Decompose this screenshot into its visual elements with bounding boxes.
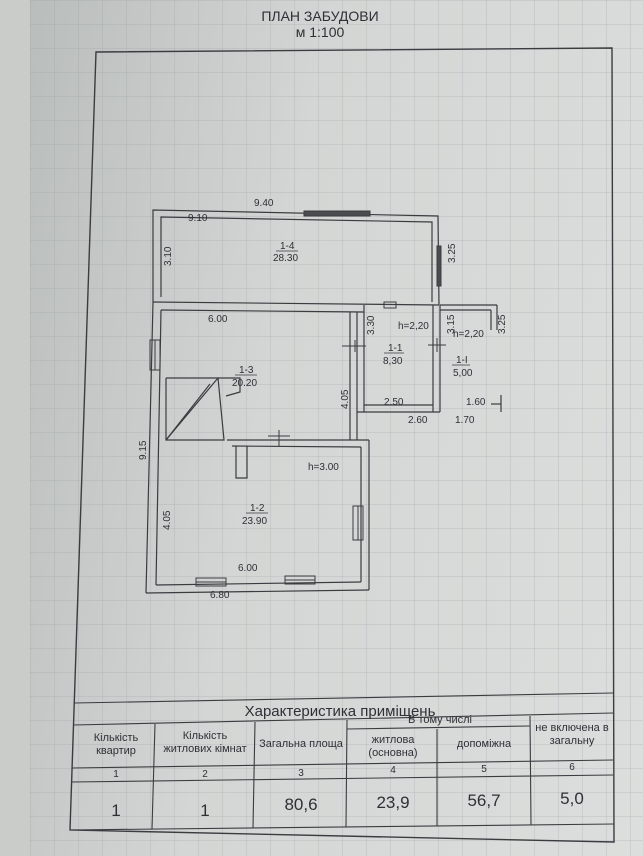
room-1-I: h=2,20 1-I 5,00	[452, 329, 484, 379]
room-area: 8,30	[383, 356, 403, 367]
document-frame	[69, 47, 615, 843]
door-marks	[268, 338, 446, 446]
column-number-5: 5	[481, 764, 487, 775]
column-number-6: 6	[569, 762, 575, 773]
dim-top-inner: 9.10	[188, 213, 208, 224]
room-id: 1-2	[250, 503, 265, 514]
room-id: 1-4	[280, 241, 295, 252]
column-number-4: 4	[390, 765, 396, 776]
dim-side-outer-height: 3.25	[497, 314, 508, 334]
document-sheet	[30, 0, 643, 856]
room-1-2: h=3.00 1-2 23.90	[242, 462, 339, 527]
header-living-main: житлова (основна)	[368, 734, 418, 759]
header-living-rooms: Кількість житлових кімнат	[163, 730, 247, 755]
dim-side-width: 1.60	[466, 397, 486, 408]
column-number-2: 2	[202, 769, 208, 780]
table-title: Характеристика приміщень	[244, 703, 436, 720]
value-living-area: 23,9	[376, 793, 410, 812]
dim-right-upper: 3.25	[447, 243, 458, 263]
dim-room13-width: 6.00	[208, 314, 228, 325]
header-including: В тому числі	[408, 714, 472, 726]
column-number-3: 3	[298, 768, 304, 779]
dim-left-total: 9.15	[138, 440, 149, 460]
grid-background	[30, 0, 643, 856]
dim-side-outer: 1.70	[455, 415, 475, 426]
room-1-4: 1-4 28.30	[273, 241, 298, 264]
table-grid	[69, 692, 615, 831]
dim-left-upper: 3.10	[163, 246, 174, 266]
room-height: h=3.00	[308, 462, 339, 473]
room-id: 1-I	[456, 355, 468, 366]
header-apartments: Кількість квартир	[93, 732, 139, 757]
value-excluded-area: 5,0	[560, 789, 584, 808]
dim-room12-width: 6.00	[238, 563, 258, 574]
room-height: h=2,20	[398, 321, 429, 332]
dim-side-height: 3.15	[446, 314, 457, 334]
building-walls	[145, 209, 502, 594]
room-id: 1-1	[388, 343, 403, 354]
room-1-3: 1-3 20.20	[232, 365, 257, 389]
value-total-area: 80,6	[284, 795, 318, 814]
header-auxiliary: допоміжна	[456, 738, 512, 750]
value-apartments: 1	[111, 801, 121, 820]
title-line-1: ПЛАН ЗАБУДОВИ	[261, 8, 379, 24]
windows	[149, 210, 442, 587]
room-area: 20.20	[232, 378, 257, 389]
header-excluded: не включена в загальну	[535, 722, 609, 747]
room-1-1: h=2,20 1-1 8,30	[383, 321, 429, 367]
column-number-1: 1	[113, 769, 119, 780]
dim-room12-height: 4.05	[162, 510, 173, 530]
dim-room13-height: 4.05	[340, 389, 351, 409]
room-height: h=2,20	[453, 329, 484, 340]
value-living-rooms: 1	[200, 801, 210, 820]
room-area: 23.90	[242, 516, 267, 527]
title-scale: м 1:100	[295, 24, 345, 40]
dim-corridor-bottom: 2.50	[384, 397, 404, 408]
room-area: 5,00	[453, 368, 473, 379]
dim-corridor-height: 3.30	[366, 315, 377, 335]
document-title: ПЛАН ЗАБУДОВИ м 1:100	[220, 8, 420, 40]
header-total-area: Загальна площа	[259, 738, 343, 750]
value-auxiliary-area: 56,7	[467, 791, 501, 810]
dim-bottom-outer: 6.80	[210, 590, 230, 601]
dim-top-total: 9.40	[254, 198, 274, 209]
dim-corridor-outer: 2.60	[408, 415, 428, 426]
room-area: 28.30	[273, 253, 298, 264]
room-id: 1-3	[239, 365, 254, 376]
